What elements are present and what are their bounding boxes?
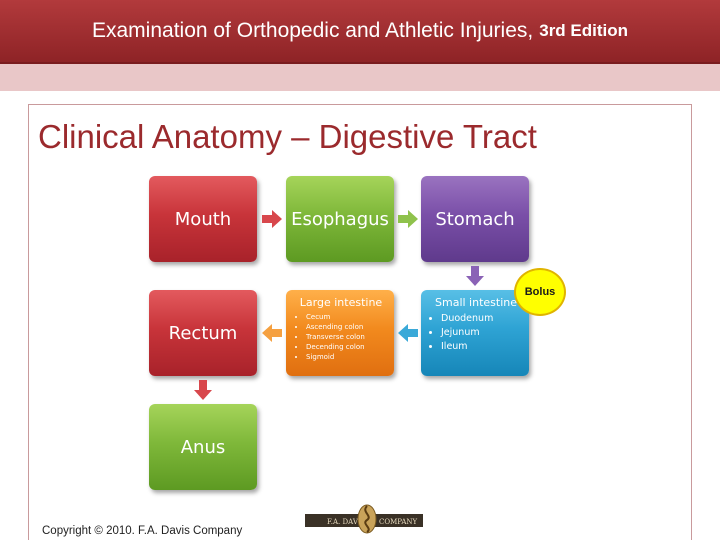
arrow-right-icon	[398, 210, 418, 228]
bolus-label: Bolus	[524, 286, 556, 298]
arrow-right-icon	[262, 210, 282, 228]
small-intestine-box: Small intestine Duodenum Jejunum Ileum	[421, 290, 529, 376]
list-item: Jejunum	[441, 326, 523, 340]
stomach-label: Stomach	[435, 208, 515, 230]
svg-text:F.A. DAVIS: F.A. DAVIS	[327, 518, 366, 526]
header-edition: 3rd Edition	[539, 21, 629, 40]
small-intestine-label: Small intestine	[435, 296, 517, 309]
large-intestine-label: Large intestine	[299, 296, 383, 309]
list-item: Ascending colon	[306, 322, 388, 332]
header-title: Examination of Orthopedic and Athletic I…	[0, 0, 720, 62]
arrow-left-icon	[398, 324, 418, 342]
header-title-text: Examination of Orthopedic and Athletic I…	[91, 19, 534, 42]
large-intestine-list: Cecum Ascending colon Transverse colon D…	[294, 312, 388, 362]
bolus-callout: Bolus	[514, 268, 566, 316]
small-intestine-list: Duodenum Jejunum Ileum	[429, 312, 523, 354]
list-item: Sigmoid	[306, 352, 388, 362]
arrow-down-icon	[194, 380, 212, 400]
list-item: Cecum	[306, 312, 388, 322]
anus-label: Anus	[180, 436, 226, 458]
arrow-down-icon	[466, 266, 484, 286]
list-item: Duodenum	[441, 312, 523, 326]
arrow-left-icon	[262, 324, 282, 342]
header-band	[0, 0, 720, 64]
svg-text:COMPANY: COMPANY	[379, 518, 418, 526]
slide-title: Clinical Anatomy – Digestive Tract	[38, 118, 537, 155]
anus-box: Anus	[149, 404, 257, 490]
mouth-label: Mouth	[174, 208, 232, 230]
large-intestine-box: Large intestine Cecum Ascending colon Tr…	[286, 290, 394, 376]
list-item: Decending colon	[306, 342, 388, 352]
subheader-band	[0, 64, 720, 91]
esophagus-box: Esophagus	[286, 176, 394, 262]
rectum-label: Rectum	[168, 322, 238, 344]
list-item: Transverse colon	[306, 332, 388, 342]
rectum-box: Rectum	[149, 290, 257, 376]
mouth-box: Mouth	[149, 176, 257, 262]
stomach-box: Stomach	[421, 176, 529, 262]
copyright-text: Copyright © 2010. F.A. Davis Company	[42, 525, 243, 537]
fa-davis-logo: F.A. DAVIS COMPANY	[305, 504, 423, 534]
list-item: Ileum	[441, 340, 523, 354]
esophagus-label: Esophagus	[291, 208, 389, 230]
